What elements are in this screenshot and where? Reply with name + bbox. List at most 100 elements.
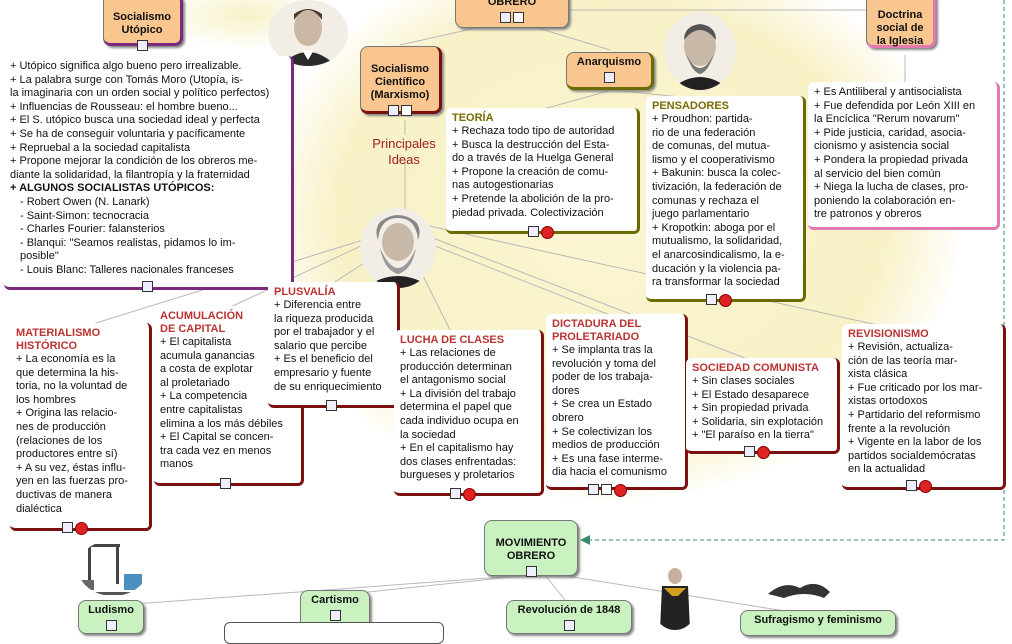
text-line: rio de una federación bbox=[652, 126, 756, 139]
text-line: - Charles Fourier: falansterios bbox=[20, 223, 165, 236]
text-line: + Propone la creación de comu- bbox=[452, 165, 609, 178]
document-icon[interactable] bbox=[588, 484, 599, 495]
text-line: + Se implanta tras la bbox=[552, 344, 653, 356]
node-label: Revolución de 1848 bbox=[517, 604, 621, 616]
node-doctrina-iglesia[interactable]: Doctrina social de la Iglesia bbox=[866, 0, 936, 48]
box-heading: SOCIEDAD COMUNISTA bbox=[692, 362, 819, 374]
text-line: los hombres bbox=[16, 393, 76, 406]
document-icon[interactable] bbox=[329, 610, 341, 621]
text-line: dos clases enfrentadas: bbox=[400, 455, 517, 468]
ludismo-machine-image[interactable] bbox=[78, 540, 148, 596]
web-link-icon[interactable] bbox=[614, 484, 627, 497]
web-link-icon[interactable] bbox=[919, 480, 932, 493]
document-icon[interactable] bbox=[105, 620, 117, 631]
document-icon[interactable] bbox=[450, 488, 461, 499]
document-icon[interactable] bbox=[906, 480, 917, 491]
revisionismo-box: REVISIONISMO + Revisión, actualiza- ción… bbox=[842, 324, 1006, 490]
node-anarquismo[interactable]: Anarquismo bbox=[566, 52, 654, 90]
marx-portrait[interactable] bbox=[360, 208, 436, 288]
owen-portrait[interactable] bbox=[268, 0, 348, 66]
document-icon[interactable] bbox=[525, 566, 537, 577]
document-icon[interactable] bbox=[500, 12, 511, 23]
text-line: determina el papel que bbox=[400, 401, 512, 414]
hierarchy-icon[interactable] bbox=[401, 105, 412, 116]
document-icon[interactable] bbox=[326, 400, 337, 411]
text-line: + Fue defendida por León XIII en bbox=[814, 99, 976, 112]
document-icon[interactable] bbox=[220, 478, 231, 489]
text-line: + Pide justicia, caridad, asocia- bbox=[814, 126, 966, 139]
text-line: la sociedad bbox=[400, 428, 456, 441]
text-line: la Encíclica "Rerum novarum" bbox=[814, 113, 960, 126]
text-line: acumula ganancias bbox=[160, 349, 255, 362]
text-line: elimina a los más débiles bbox=[160, 417, 283, 430]
node-obrero-top[interactable]: OBRERO bbox=[455, 0, 569, 28]
document-icon[interactable] bbox=[603, 72, 615, 83]
text-line: + Es el beneficio del bbox=[274, 353, 373, 366]
text-line: + El Capital se concen- bbox=[160, 431, 274, 444]
document-icon[interactable] bbox=[528, 226, 539, 237]
box-heading: PLUSVALÍA bbox=[274, 286, 336, 298]
node-ludismo[interactable]: Ludismo bbox=[78, 600, 144, 634]
text-line: + Sin propiedad privada bbox=[692, 402, 809, 415]
text-line: + Es Antiliberal y antisocialista bbox=[814, 86, 962, 98]
napoleon-image[interactable] bbox=[650, 566, 700, 630]
text-line: + Sin clases sociales bbox=[692, 375, 795, 387]
web-link-icon[interactable] bbox=[463, 488, 476, 501]
text-line: + Repruebal a la sociedad capitalista bbox=[10, 141, 191, 154]
box-heading: REVISIONISMO bbox=[848, 328, 929, 340]
text-line: piedad privada. Colectivización bbox=[452, 206, 604, 219]
web-link-icon[interactable] bbox=[541, 226, 554, 239]
node-label: Doctrina social de la Iglesia bbox=[876, 9, 924, 47]
pensadores-box: PENSADORES + Proudhon: partida- rio de u… bbox=[646, 96, 806, 302]
sufragismo-image[interactable] bbox=[764, 574, 834, 604]
document-icon[interactable] bbox=[744, 446, 755, 457]
text-line: + Niega la lucha de clases, pro- bbox=[814, 181, 969, 194]
text-line: producción determinan bbox=[400, 360, 512, 373]
box-heading: ACUMULACIÓN DE CAPITAL bbox=[160, 310, 244, 335]
text-line: - Saint-Simon: tecnocracia bbox=[20, 209, 149, 222]
text-line: burgueses y proletarios bbox=[400, 469, 515, 482]
text-line: medios de producción bbox=[552, 439, 660, 452]
text-line: al proletariado bbox=[160, 376, 230, 389]
document-icon[interactable] bbox=[563, 620, 575, 631]
web-link-icon[interactable] bbox=[757, 446, 770, 459]
text-line: productores entre sí) bbox=[16, 448, 118, 461]
text-line: + Las relaciones de bbox=[400, 347, 496, 359]
text-line: + Es una fase interme- bbox=[552, 452, 663, 465]
document-icon[interactable] bbox=[388, 105, 399, 116]
text-line: + Utópico significa algo bueno pero irre… bbox=[10, 60, 242, 72]
document-icon[interactable] bbox=[136, 40, 148, 51]
text-line: partidos socialdemócratas bbox=[848, 449, 976, 462]
text-line: por el trabajador y el bbox=[274, 326, 375, 339]
document-icon[interactable] bbox=[706, 294, 717, 305]
text-line: + Diferencia entre bbox=[274, 299, 362, 311]
web-link-icon[interactable] bbox=[75, 522, 88, 535]
node-movimiento-obrero[interactable]: MOVIMIENTO OBRERO bbox=[484, 520, 578, 577]
text-line: + Proudhon: partida- bbox=[652, 113, 753, 125]
document-icon[interactable] bbox=[142, 281, 153, 292]
text-line: + Vigente en la labor de los bbox=[848, 436, 982, 449]
box-heading: LUCHA DE CLASES bbox=[400, 334, 505, 346]
node-revolucion-1848[interactable]: Revolución de 1848 bbox=[506, 600, 632, 634]
text-line: + ALGUNOS SOCIALISTAS UTÓPICOS: bbox=[10, 182, 215, 195]
text-line: tra cada vez en menos bbox=[160, 444, 272, 457]
node-socialismo-cientifico[interactable]: Socialismo Científico (Marxismo) bbox=[360, 46, 442, 116]
text-line: el antagonismo social bbox=[400, 374, 506, 387]
text-line: la riqueza producida bbox=[274, 312, 374, 325]
text-line: + Pondera la propiedad privada bbox=[814, 153, 968, 166]
text-line: yen en las fuerzas pro- bbox=[16, 475, 128, 488]
text-line: revolución y toma del bbox=[552, 357, 656, 370]
bakunin-portrait[interactable] bbox=[664, 12, 736, 90]
node-label: MOVIMIENTO OBRERO bbox=[495, 537, 567, 562]
web-link-icon[interactable] bbox=[719, 294, 732, 307]
document-icon[interactable] bbox=[62, 522, 73, 533]
node-sufragismo[interactable]: Sufragismo y feminismo bbox=[740, 610, 896, 636]
text-line: xista clásica bbox=[848, 368, 908, 381]
hierarchy-icon[interactable] bbox=[601, 484, 612, 495]
text-line: en la actualidad bbox=[848, 463, 926, 476]
text-line: salario que percibe bbox=[274, 339, 367, 352]
hierarchy-icon[interactable] bbox=[513, 12, 524, 23]
node-socialismo-utopico[interactable]: Socialismo Utópico bbox=[103, 0, 183, 51]
text-line: + El Estado desaparece bbox=[692, 388, 810, 401]
sociedad-comunista-box: SOCIEDAD COMUNISTA + Sin clases sociales… bbox=[686, 358, 840, 454]
